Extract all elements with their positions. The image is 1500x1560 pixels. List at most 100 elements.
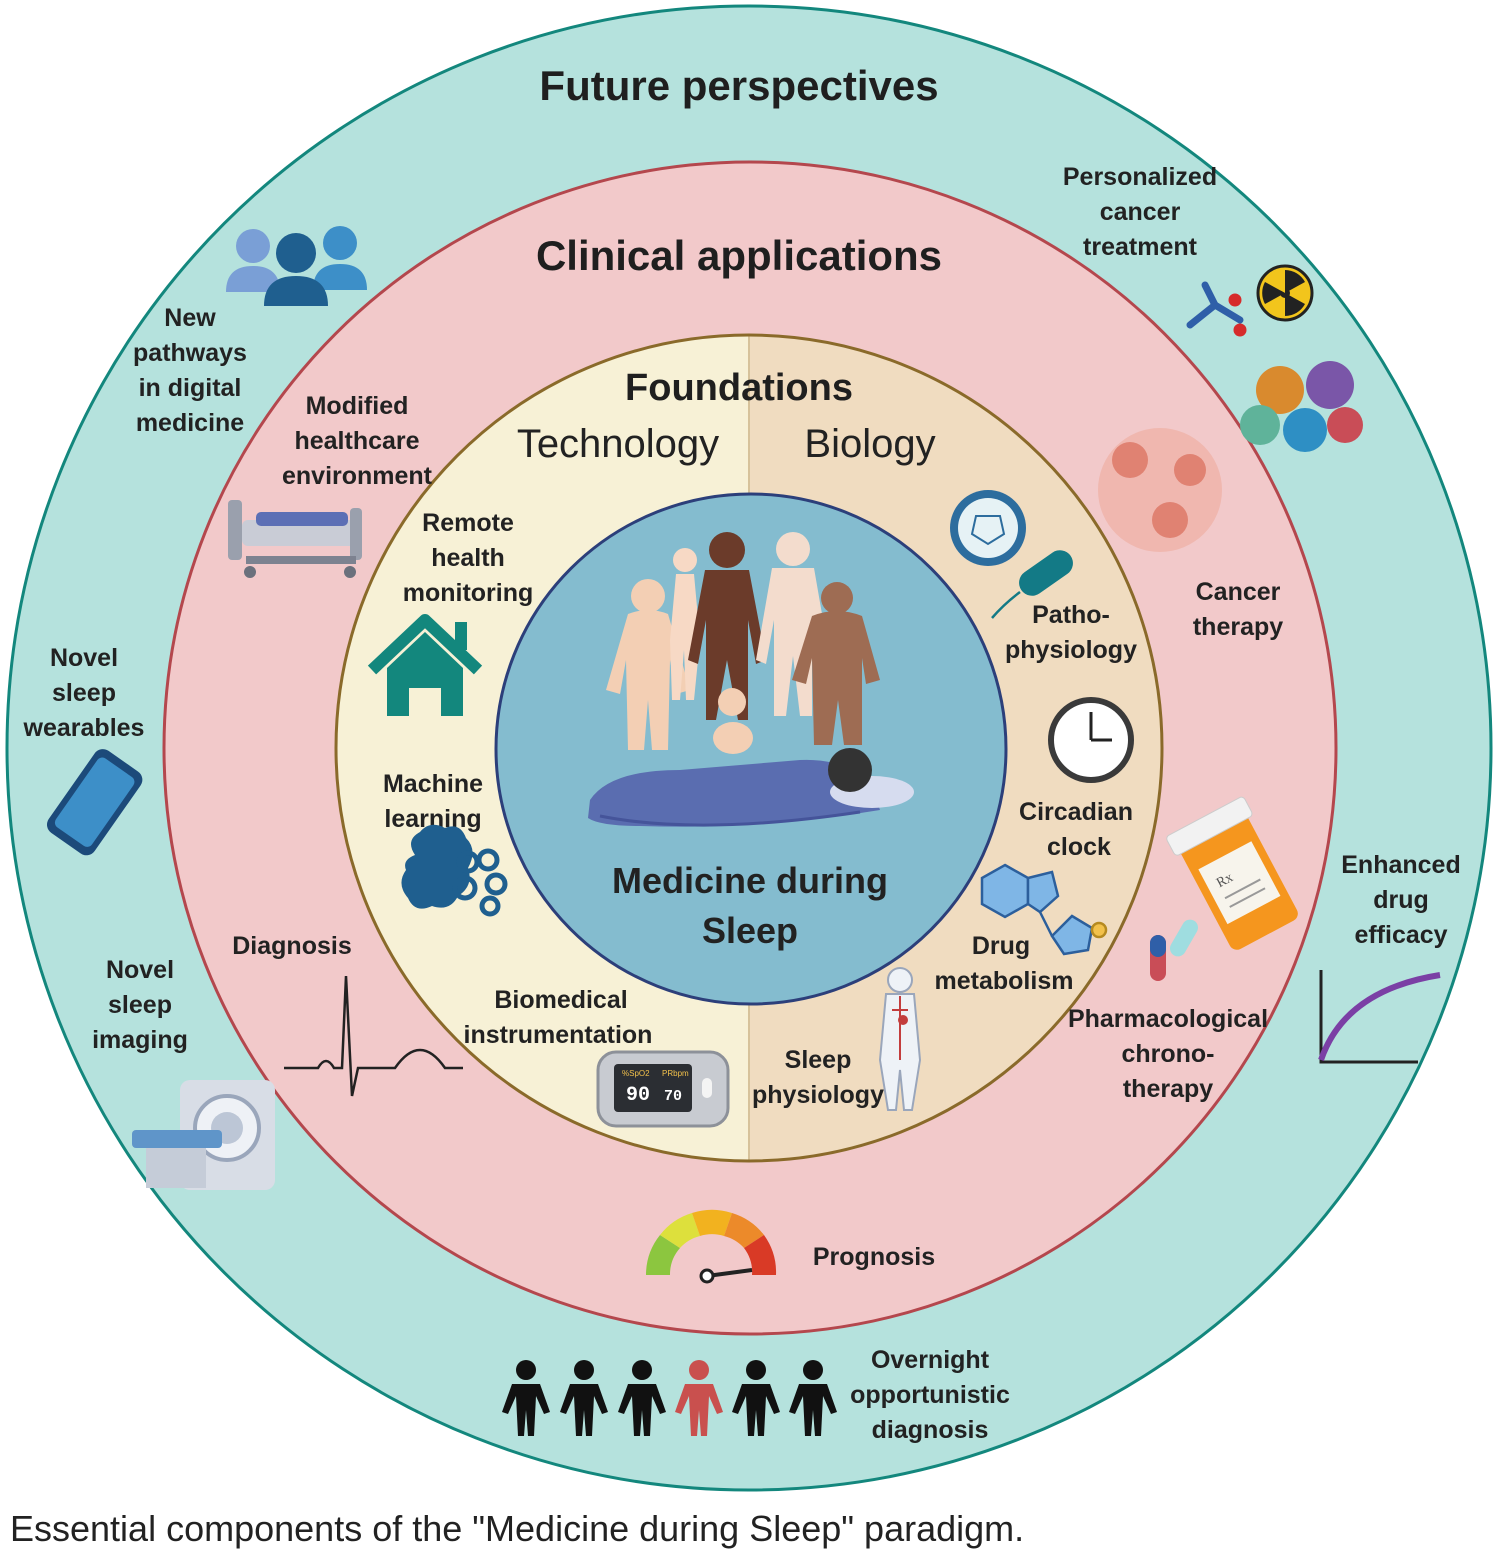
bacterium-icon — [991, 550, 1073, 619]
label-sleep-wearables: Novel sleep wearables — [23, 644, 145, 742]
svg-text:physiology: physiology — [1005, 636, 1137, 664]
future-perspectives-title: Future perspectives — [539, 62, 938, 109]
person-figure-icon — [675, 1360, 723, 1436]
svg-text:chrono-: chrono- — [1121, 1040, 1214, 1068]
svg-text:sleep: sleep — [108, 991, 172, 1019]
radiation-icon — [1256, 264, 1314, 322]
svg-text:pathways: pathways — [133, 339, 247, 367]
svg-text:Cancer: Cancer — [1196, 578, 1281, 606]
person-figure-icon — [560, 1360, 608, 1436]
biology-label: Biology — [804, 422, 935, 466]
label-sleep-physiology: Sleep physiology — [752, 1046, 884, 1109]
svg-text:sleep: sleep — [52, 679, 116, 707]
humans-group-icon — [606, 532, 880, 754]
svg-text:efficacy: efficacy — [1354, 921, 1447, 949]
clock-icon — [1048, 697, 1134, 783]
svg-text:New: New — [164, 304, 216, 332]
center-circle — [494, 492, 1008, 1006]
label-healthcare-environment: Modified healthcare environment — [282, 392, 433, 490]
center-title-line1: Medicine during — [612, 860, 888, 901]
svg-text:monitoring: monitoring — [403, 579, 534, 607]
svg-text:Circadian: Circadian — [1019, 798, 1133, 826]
svg-text:physiology: physiology — [752, 1081, 884, 1109]
person-figure-icon — [732, 1360, 780, 1436]
svg-text:medicine: medicine — [136, 409, 244, 437]
antibody-icon — [1186, 281, 1247, 337]
label-diagnosis: Diagnosis — [232, 932, 351, 960]
hospital-bed-icon — [228, 500, 362, 578]
svg-text:environment: environment — [282, 462, 433, 490]
label-digital-medicine: New pathways in digital medicine — [133, 304, 247, 437]
label-circadian-clock: Circadian clock — [1019, 798, 1133, 861]
people-group-icon — [226, 226, 367, 306]
svg-text:%SpO2: %SpO2 — [622, 1069, 650, 1078]
svg-text:Overnight: Overnight — [871, 1346, 990, 1374]
gauge-icon — [646, 1209, 777, 1284]
person-figure-icon — [502, 1360, 550, 1436]
svg-text:Personalized: Personalized — [1063, 163, 1217, 191]
mri-scanner-icon — [132, 1080, 275, 1190]
pill-bottle-icon: Rx — [1166, 796, 1298, 950]
cancer-cells-icon — [1098, 361, 1363, 552]
svg-text:90: 90 — [626, 1084, 650, 1107]
people-row-icon — [502, 1360, 837, 1436]
label-drug-efficacy: Enhanced drug efficacy — [1341, 851, 1460, 949]
svg-text:PRbpm: PRbpm — [662, 1069, 689, 1078]
person-figure-icon — [618, 1360, 666, 1436]
svg-text:imaging: imaging — [92, 1026, 188, 1054]
label-drug-metabolism: Drug metabolism — [935, 932, 1074, 995]
svg-text:Pharmacological: Pharmacological — [1068, 1005, 1268, 1033]
person-figure-icon — [789, 1360, 837, 1436]
molecule-icon — [980, 863, 1108, 956]
virus-icon — [950, 490, 1026, 566]
brain-gears-icon — [401, 824, 508, 917]
svg-text:wearables: wearables — [23, 714, 145, 742]
label-personalized-cancer: Personalized cancer treatment — [1063, 163, 1217, 261]
svg-text:Sleep: Sleep — [785, 1046, 852, 1074]
svg-text:cancer: cancer — [1100, 198, 1181, 226]
label-biomedical-instrumentation: Biomedical instrumentation — [464, 986, 653, 1049]
svg-text:Patho-: Patho- — [1032, 601, 1110, 629]
label-remote-monitoring: Remote health monitoring — [403, 509, 534, 607]
svg-text:in digital: in digital — [139, 374, 242, 402]
svg-text:metabolism: metabolism — [935, 967, 1074, 995]
svg-text:Remote: Remote — [422, 509, 514, 537]
technology-label: Technology — [517, 422, 719, 466]
svg-text:instrumentation: instrumentation — [464, 1021, 653, 1049]
label-pathophysiology: Patho- physiology — [1005, 601, 1137, 664]
efficacy-curve-icon — [1318, 970, 1441, 1064]
svg-text:drug: drug — [1373, 886, 1429, 914]
svg-text:Enhanced: Enhanced — [1341, 851, 1460, 879]
clinical-applications-title: Clinical applications — [536, 232, 942, 279]
pulse-oximeter-icon: %SpO2 PRbpm 90 70 — [596, 1050, 730, 1128]
svg-text:Biomedical: Biomedical — [494, 986, 627, 1014]
svg-text:Novel: Novel — [50, 644, 118, 672]
label-cancer-therapy: Cancer therapy — [1193, 578, 1283, 641]
figure-caption: Essential components of the "Medicine du… — [10, 1508, 1025, 1549]
svg-text:Rx: Rx — [1214, 870, 1235, 891]
label-chronotherapy: Pharmacological chrono- therapy — [1068, 1005, 1268, 1103]
svg-text:opportunistic: opportunistic — [850, 1381, 1010, 1409]
label-sleep-imaging: Novel sleep imaging — [92, 956, 188, 1054]
foundations-title: Foundations — [625, 367, 853, 409]
svg-text:Modified: Modified — [306, 392, 409, 420]
svg-text:Novel: Novel — [106, 956, 174, 984]
sleeping-person-icon — [588, 748, 914, 827]
svg-text:treatment: treatment — [1083, 233, 1198, 261]
ecg-icon — [284, 975, 463, 1097]
svg-text:healthcare: healthcare — [294, 427, 419, 455]
svg-text:Drug: Drug — [972, 932, 1030, 960]
label-prognosis: Prognosis — [813, 1243, 935, 1271]
label-overnight-diagnosis: Overnight opportunistic diagnosis — [850, 1346, 1010, 1444]
anatomy-icon — [878, 967, 922, 1111]
diagram-canvas: Future perspectives Clinical application… — [5, 4, 1493, 1492]
svg-text:therapy: therapy — [1123, 1075, 1213, 1103]
svg-text:70: 70 — [664, 1088, 682, 1105]
svg-text:health: health — [431, 544, 505, 572]
smartphone-icon — [46, 749, 143, 856]
svg-text:Machine: Machine — [383, 770, 483, 798]
house-icon — [367, 614, 483, 716]
svg-text:therapy: therapy — [1193, 613, 1283, 641]
center-title-line2: Sleep — [702, 910, 798, 951]
